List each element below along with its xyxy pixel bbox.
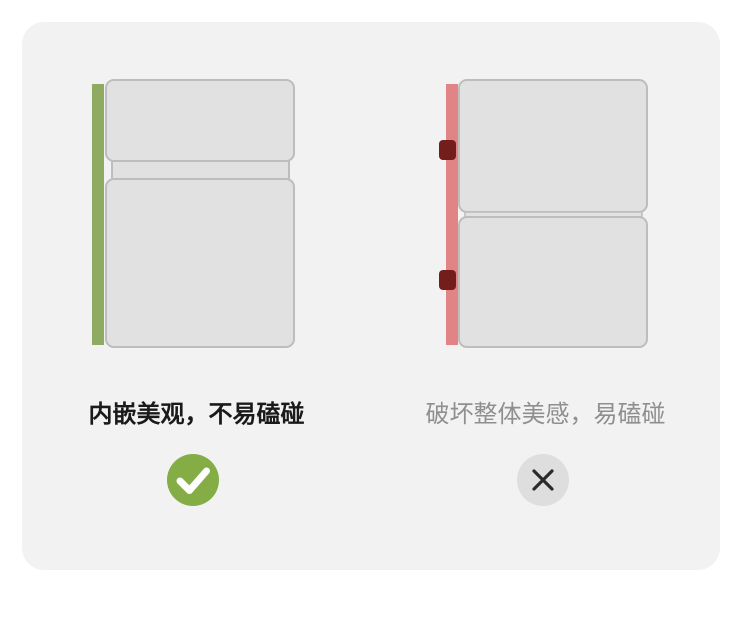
comparison-card: 内嵌美观，不易磕碰 破坏整体美感，易磕碰	[22, 22, 720, 570]
flush-hinge-panel: 内嵌美观，不易磕碰	[22, 22, 371, 570]
lower-hinge-knob	[439, 270, 456, 290]
cross-badge	[517, 454, 569, 506]
checkmark-icon	[176, 467, 210, 494]
fridge-lower-door	[105, 178, 295, 348]
protruding-hinge-fridge-illustration	[439, 79, 648, 348]
flush-hinge-bar	[92, 84, 104, 345]
fridge-lower-door	[458, 216, 648, 348]
flush-hinge-caption: 内嵌美观，不易磕碰	[88, 400, 305, 428]
protruding-hinge-panel: 破坏整体美感，易磕碰	[371, 22, 720, 570]
protruding-hinge-bar	[446, 84, 458, 345]
check-badge	[167, 454, 219, 506]
upper-hinge-knob	[439, 140, 456, 160]
protruding-hinge-caption: 破坏整体美感，易磕碰	[425, 400, 666, 428]
fridge-upper-door	[105, 79, 295, 162]
flush-hinge-fridge-illustration	[92, 79, 295, 348]
fridge-upper-door	[458, 79, 648, 213]
cross-icon	[532, 469, 554, 491]
fridge-middle-strip	[111, 160, 290, 180]
